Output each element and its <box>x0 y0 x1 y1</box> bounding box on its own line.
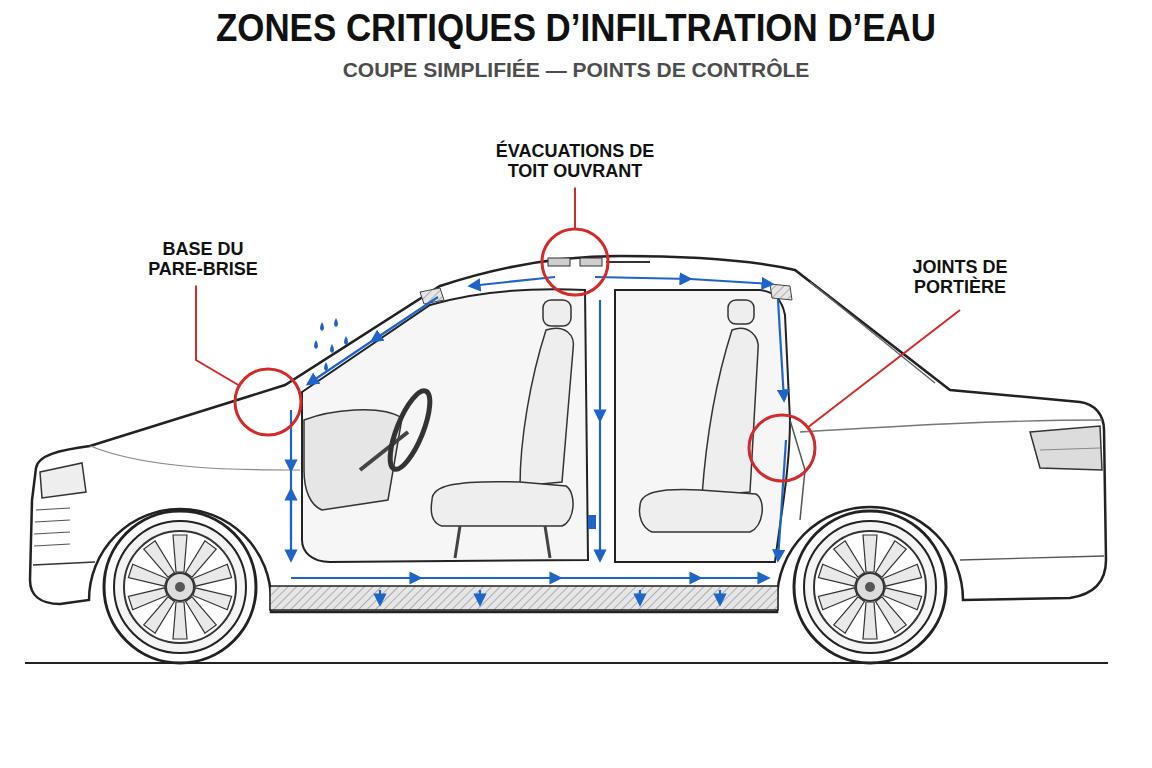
car-body <box>40 463 86 498</box>
sunroof <box>548 258 650 266</box>
water-drops <box>314 340 318 349</box>
water-drops <box>324 362 328 371</box>
water-flow <box>599 300 601 420</box>
water-flow <box>290 410 292 470</box>
water-flow <box>420 577 560 579</box>
water-flow <box>290 470 292 560</box>
door-openings <box>770 284 792 300</box>
callout-marks <box>542 229 608 295</box>
water-flow <box>379 590 381 604</box>
interior <box>520 328 573 486</box>
sunroof <box>606 261 650 263</box>
door-openings <box>270 284 805 610</box>
rear-wheel <box>794 511 946 663</box>
water-flow <box>639 590 641 604</box>
car-body <box>34 508 70 546</box>
car-body <box>960 556 1104 560</box>
callout-marks <box>574 188 576 229</box>
interior <box>455 526 550 558</box>
subtitle: COUPE SIMPLIFIÉE — POINTS DE CONTRÔLE <box>343 58 810 81</box>
front-wheel <box>104 511 256 663</box>
water-flow <box>308 341 372 384</box>
water-flow <box>690 279 772 284</box>
callout-label: ÉVACUATIONS DE TOIT OUVRANT <box>488 142 663 182</box>
water-flow <box>470 277 555 286</box>
car-body <box>90 446 300 470</box>
water-flow <box>290 490 292 540</box>
interior <box>360 432 408 470</box>
water-flow <box>291 277 786 604</box>
interior <box>728 300 754 324</box>
water-flow <box>599 420 601 560</box>
callout-marks <box>196 188 960 481</box>
interior <box>640 490 763 532</box>
water-flow <box>719 590 721 604</box>
callout-label: JOINTS DE PORTIÈRE <box>900 258 1020 298</box>
sunroof <box>580 258 602 266</box>
interior <box>702 328 758 496</box>
interior <box>382 386 438 474</box>
water-drops <box>344 336 348 345</box>
water-flow <box>700 577 768 579</box>
car-body <box>1030 426 1102 470</box>
interior <box>304 410 402 510</box>
callout-marks <box>749 415 815 481</box>
callout-label: BASE DU PARE-BRISE <box>141 240 266 280</box>
car-body <box>33 562 95 565</box>
interior <box>543 300 571 326</box>
water-flow <box>595 277 690 279</box>
callout-marks <box>235 369 301 435</box>
interior <box>304 300 762 558</box>
callout-marks <box>807 310 960 428</box>
car-body <box>810 282 935 383</box>
title: ZONES CRITIQUES D’INFILTRATION D’EAU <box>216 8 936 50</box>
sunroof <box>548 258 570 266</box>
door-openings <box>615 290 790 562</box>
water-flow <box>778 440 786 560</box>
car-body <box>1040 448 1100 450</box>
water-drops <box>330 344 334 353</box>
door-openings <box>790 420 805 520</box>
water-drops <box>314 318 348 371</box>
water-flow <box>479 590 481 604</box>
water-flow <box>291 577 420 579</box>
water-flow <box>372 297 438 341</box>
interior <box>431 482 573 526</box>
door-openings <box>302 289 588 562</box>
water-drops <box>334 318 338 327</box>
interior <box>588 515 596 529</box>
water-flow <box>778 300 784 400</box>
callout-marks <box>196 286 240 386</box>
water-flow <box>560 577 700 579</box>
door-openings <box>270 586 778 610</box>
water-drops <box>320 322 324 331</box>
